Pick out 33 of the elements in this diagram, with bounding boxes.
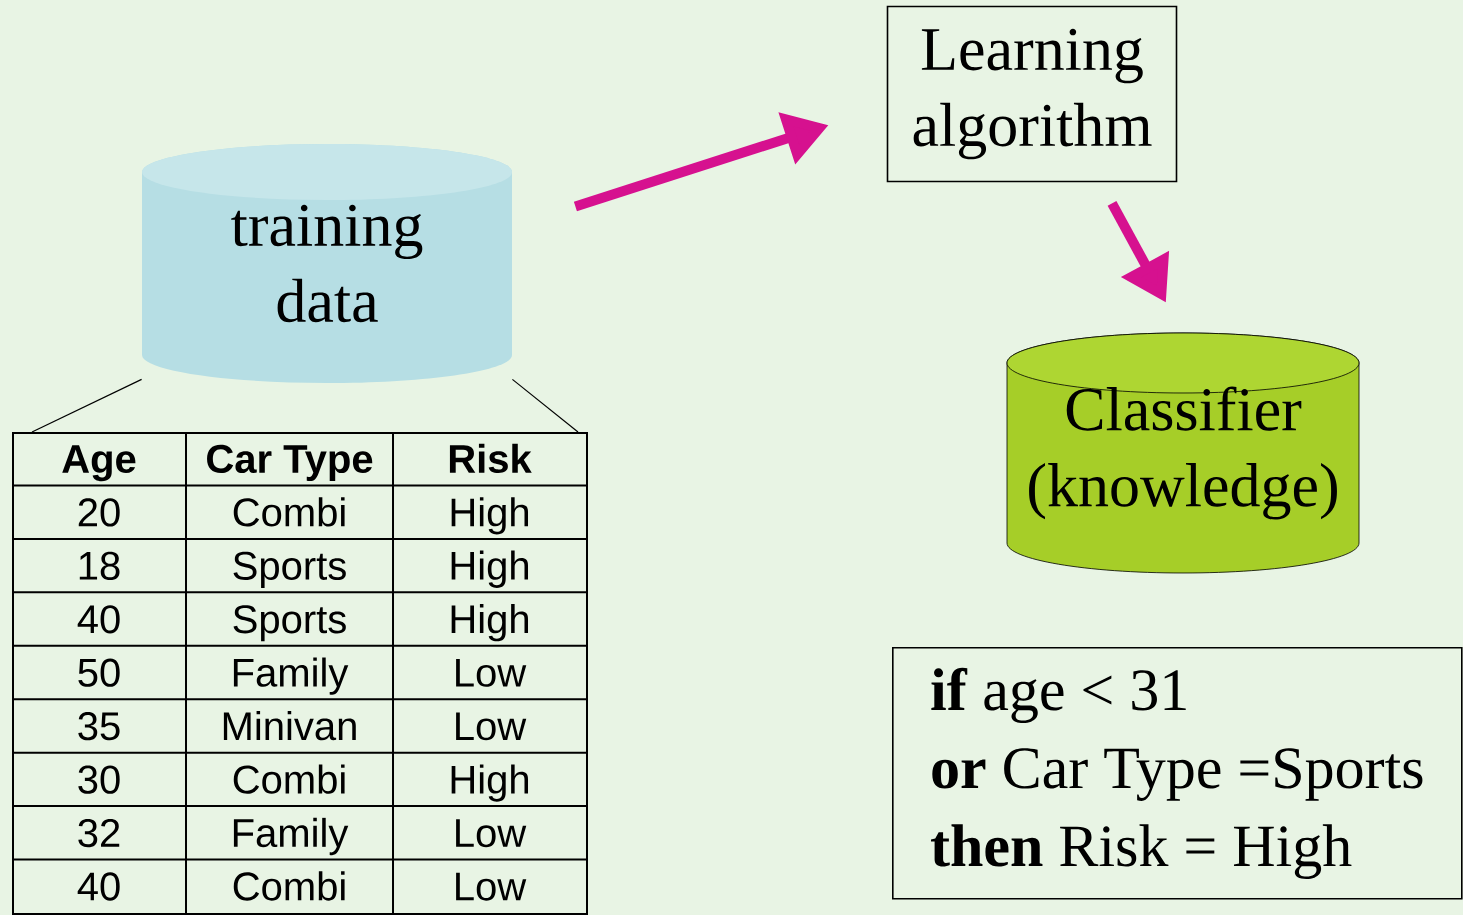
table-value: 20 xyxy=(78,498,120,527)
table-value: 30 xyxy=(78,765,120,794)
table-value: 18 xyxy=(79,551,120,580)
cylinder: training data xyxy=(142,144,512,383)
table-value: 35 xyxy=(78,712,120,741)
table-value: High xyxy=(451,764,528,802)
process-box: Learning algorithm xyxy=(886,5,1178,183)
table-value: Family xyxy=(233,817,349,856)
table-value: Low xyxy=(456,712,527,741)
table-value: Family xyxy=(233,657,349,695)
connector-line xyxy=(31,378,143,433)
column-header: Risk xyxy=(449,443,532,474)
table-value: 40 xyxy=(77,605,120,634)
table-value: Sports xyxy=(233,605,346,642)
table-value: 50 xyxy=(78,658,120,687)
cylinder: Classifier (knowledge) xyxy=(1006,332,1360,574)
column-header: Age xyxy=(62,445,136,482)
table-value: High xyxy=(451,604,528,642)
connector-line xyxy=(511,378,579,433)
table-value: 40 xyxy=(77,872,120,901)
table-value: Combi xyxy=(233,764,345,794)
table-value: 32 xyxy=(78,818,120,848)
table-value: High xyxy=(451,497,528,535)
table-value: High xyxy=(451,550,528,588)
table-value: Low xyxy=(456,659,527,687)
table-value: Combi xyxy=(233,871,345,901)
column-header: Car Type xyxy=(207,444,373,482)
table-value: Low xyxy=(456,872,527,901)
table-value: Combi xyxy=(233,497,345,527)
table-value: Sports xyxy=(233,551,346,588)
data-table xyxy=(12,432,588,915)
table-value: Low xyxy=(456,819,527,848)
table-value: Minivan xyxy=(223,710,356,741)
